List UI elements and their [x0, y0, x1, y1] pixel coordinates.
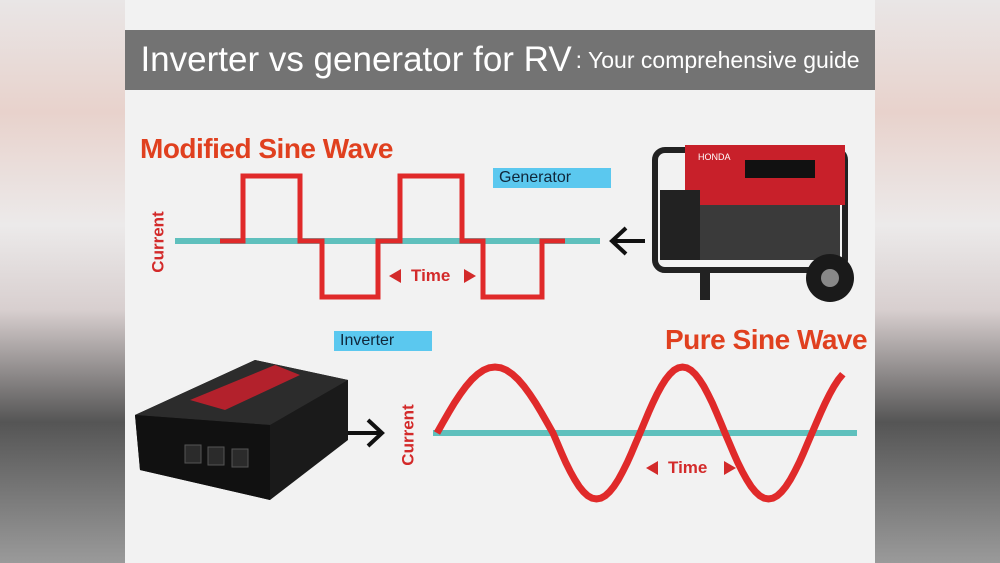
generator-image: HONDA — [652, 145, 854, 302]
right-arrow-icon — [348, 418, 385, 448]
modified-sine-heading: Modified Sine Wave — [140, 133, 393, 164]
left-arrow-icon — [609, 226, 645, 256]
blurred-background-right — [875, 0, 1000, 563]
inverter-image — [135, 360, 348, 500]
title-main: Inverter vs generator for RV — [140, 40, 572, 79]
blurred-background-left — [0, 0, 125, 563]
modified-x-label: Time — [411, 266, 451, 285]
inverter-tag: Inverter — [334, 331, 432, 351]
generator-tag: Generator — [493, 168, 611, 188]
pure-x-label: Time — [668, 458, 708, 477]
modified-square-wave — [220, 173, 565, 300]
title-banner: Inverter vs generator for RV: Your compr… — [125, 30, 875, 90]
title-sub: : Your comprehensive guide — [575, 46, 860, 73]
svg-text:HONDA: HONDA — [698, 152, 731, 162]
time-arrows-icon — [389, 269, 476, 283]
pure-sine-heading: Pure Sine Wave — [665, 324, 868, 355]
modified-y-label: Current — [148, 211, 168, 273]
time-arrows-icon — [646, 461, 736, 475]
pure-sine-wave — [433, 363, 846, 503]
pure-y-label: Current — [398, 404, 418, 466]
